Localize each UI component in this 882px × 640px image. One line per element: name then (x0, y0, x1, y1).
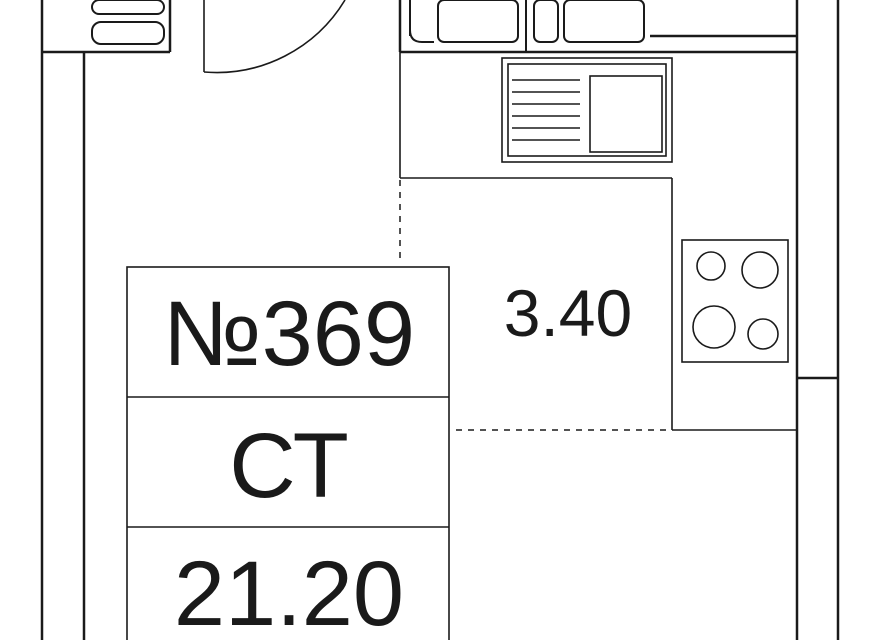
kitchen-area-label: 3.40 (504, 276, 632, 350)
wardrobe-icon (409, 0, 645, 52)
zone-boundaries (399, 180, 672, 431)
apartment-number: №369 (163, 283, 415, 385)
sink-icon (501, 57, 673, 163)
walls (40, 0, 840, 640)
apartment-type: СТ (229, 415, 349, 517)
stove-icon (681, 239, 789, 363)
apartment-info-table (126, 266, 450, 640)
bathtub-icon (91, 0, 165, 45)
door-swing-icon (203, 0, 346, 74)
apartment-total-area: 21.20 (174, 543, 404, 640)
partitions (399, 52, 797, 431)
